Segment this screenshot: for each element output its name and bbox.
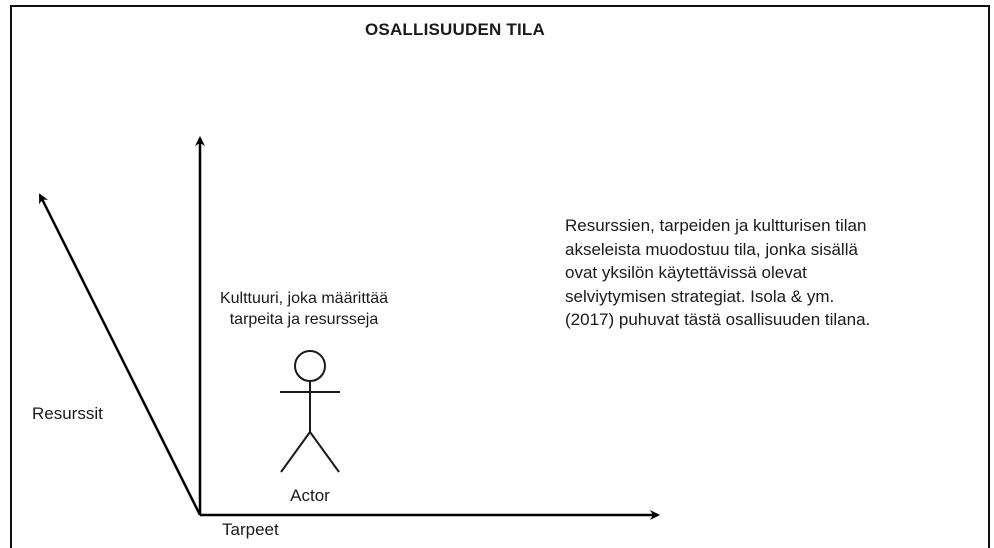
description-line: akseleista muodostuu tila, jonka sisällä — [565, 239, 858, 259]
description-line: selviytymisen strategiat. Isola & ym. — [565, 286, 835, 306]
diagram-title: OSALLISUUDEN TILA — [364, 20, 545, 39]
culture-axis-label: Kulttuuri, joka määrittää tarpeita ja re… — [164, 288, 444, 330]
actor-head — [294, 350, 326, 382]
culture-axis-label-line: Kulttuuri, joka määrittää — [219, 290, 389, 307]
resources-axis-label: Resurssit — [32, 404, 103, 423]
actor-figure — [280, 350, 340, 473]
needs-axis-label: Tarpeet — [222, 520, 279, 539]
description-line: Resurssien, tarpeiden ja kultturisen til… — [565, 216, 867, 235]
description-line: ovat yksilön käytettävissä olevat — [565, 263, 807, 282]
actor-right-leg — [309, 431, 340, 473]
resources-axis-arrow — [38, 193, 202, 516]
frame-left-border — [10, 5, 12, 548]
culture-axis-label-line: tarpeita ja resursseja — [229, 311, 379, 328]
actor-label: Actor — [290, 486, 330, 505]
description-text: Resurssien, tarpeiden ja kultturisen til… — [565, 214, 870, 332]
frame-top-border — [10, 5, 990, 7]
description-line: (2017) puhuvat tästä osallisuuden tilana… — [565, 310, 871, 329]
frame-right-border — [988, 5, 990, 548]
actor-left-leg — [280, 431, 311, 473]
